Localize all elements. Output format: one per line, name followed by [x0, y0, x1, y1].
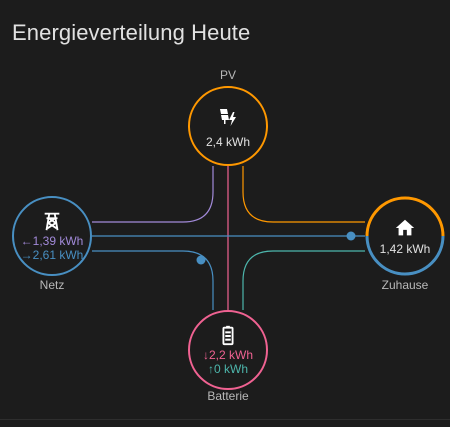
card-title: Energieverteilung Heute	[12, 20, 251, 45]
battery-in-value: 2,2 kWh	[208, 348, 253, 362]
flow-solar-to-grid	[92, 166, 214, 223]
battery-out-value: 0 kWh	[213, 362, 248, 376]
arrow-left-icon: ←	[20, 234, 33, 248]
solar-node[interactable]: 2,4 kWh	[188, 86, 268, 166]
arrow-right-icon: →	[20, 248, 33, 262]
grid-consumption-value: 2,61 kWh	[32, 248, 84, 262]
battery-icon	[190, 324, 266, 346]
grid-node[interactable]: ←1,39 kWh →2,61 kWh	[12, 196, 92, 276]
grid-consumption-row: →2,61 kWh	[14, 248, 90, 262]
flow-dot-grid-to-battery	[196, 255, 206, 265]
solar-power-icon	[190, 106, 266, 130]
battery-label: Batterie	[207, 389, 249, 403]
battery-in-row: ↓2,2 kWh	[190, 348, 266, 362]
battery-out-row: ↑0 kWh	[190, 362, 266, 376]
transmission-tower-icon	[14, 210, 90, 232]
solar-label: PV	[219, 68, 236, 82]
grid-return-row: ←1,39 kWh	[14, 234, 90, 248]
flow-grid-to-battery	[92, 250, 214, 310]
card-divider	[0, 419, 450, 420]
flow-dot-grid-to-home	[346, 231, 356, 241]
battery-node[interactable]: ↓2,2 kWh ↑0 kWh	[188, 310, 268, 390]
home-label: Zuhause	[381, 278, 429, 292]
home-value: 1,42 kWh	[379, 242, 431, 256]
home-ring	[365, 196, 445, 276]
solar-value: 2,4 kWh	[205, 135, 250, 149]
home-icon	[365, 217, 445, 239]
arrow-up-icon: ↑	[207, 362, 214, 376]
grid-label: Netz	[39, 278, 65, 292]
flow-battery-to-home	[242, 250, 365, 310]
grid-return-value: 1,39 kWh	[32, 234, 84, 248]
flow-solar-to-home	[242, 166, 365, 223]
home-node[interactable]: 1,42 kWh	[365, 196, 445, 276]
arrow-down-icon: ↓	[202, 348, 209, 362]
